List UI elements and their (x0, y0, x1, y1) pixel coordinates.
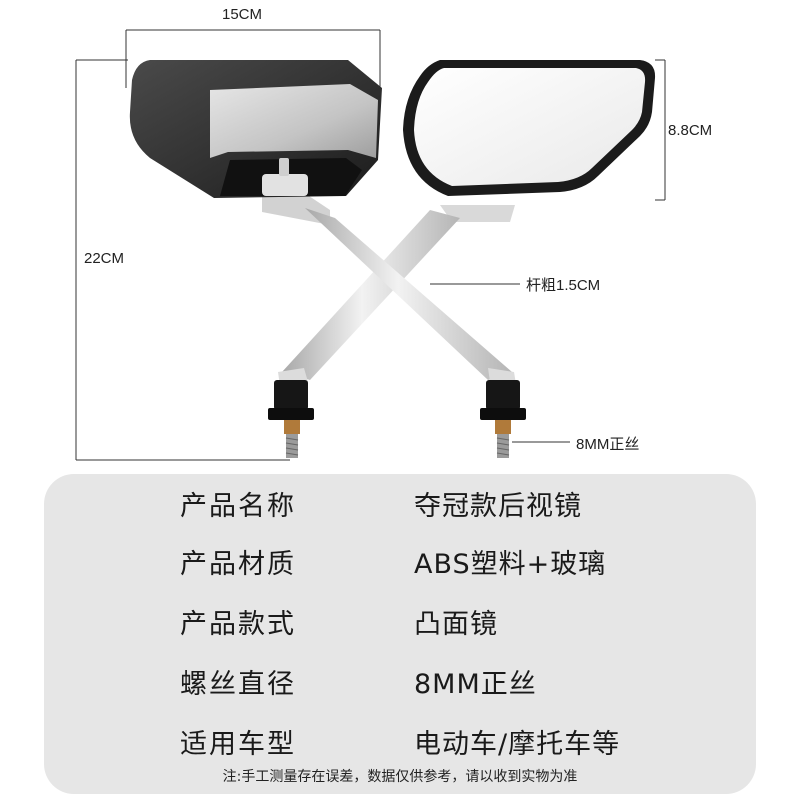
spec-row: 产品款式 凸面镜 (44, 602, 756, 652)
spec-label: 产品款式 (180, 609, 296, 640)
mirror-height-dimension-label: 8.8CM (668, 122, 713, 139)
spec-panel: 产品名称 夺冠款后视镜 产品材质 ABS塑料+玻璃 产品款式 凸面镜 螺丝直径 … (44, 474, 756, 794)
left-mirror-rod (262, 190, 512, 380)
spec-label: 适用车型 (180, 729, 296, 760)
disclaimer-note: 注:手工测量存在误差，数据仅供参考，请以收到实物为准 (222, 769, 578, 785)
spec-value: ABS塑料+玻璃 (414, 549, 607, 580)
spec-value: 电动车/摩托车等 (414, 729, 621, 760)
spec-value: 凸面镜 (414, 609, 498, 640)
spec-label: 产品材质 (180, 549, 296, 580)
spec-label: 产品名称 (180, 491, 296, 522)
right-mirror-rod (282, 205, 515, 380)
spec-value: 夺冠款后视镜 (414, 491, 582, 522)
dimension-lines (75, 29, 666, 461)
rod-thickness-label: 杆粗1.5CM (526, 277, 601, 294)
left-mirror-housing (129, 60, 382, 198)
width-dimension-label: 15CM (222, 6, 263, 23)
right-mirror-glass (403, 60, 656, 196)
spec-row: 产品材质 ABS塑料+玻璃 (44, 542, 756, 592)
spec-value: 8MM正丝 (414, 669, 537, 700)
left-mount-bolt (268, 368, 314, 458)
spec-label: 螺丝直径 (180, 669, 296, 700)
spec-row: 螺丝直径 8MM正丝 (44, 662, 756, 712)
right-mount-bolt (480, 368, 526, 458)
spec-row: 适用车型 电动车/摩托车等 (44, 722, 756, 772)
mirror-product-illustration (75, 29, 666, 461)
height-dimension-label: 22CM (84, 250, 125, 267)
thread-spec-label: 8MM正丝 (576, 436, 640, 453)
spec-row: 产品名称 夺冠款后视镜 (44, 484, 756, 534)
